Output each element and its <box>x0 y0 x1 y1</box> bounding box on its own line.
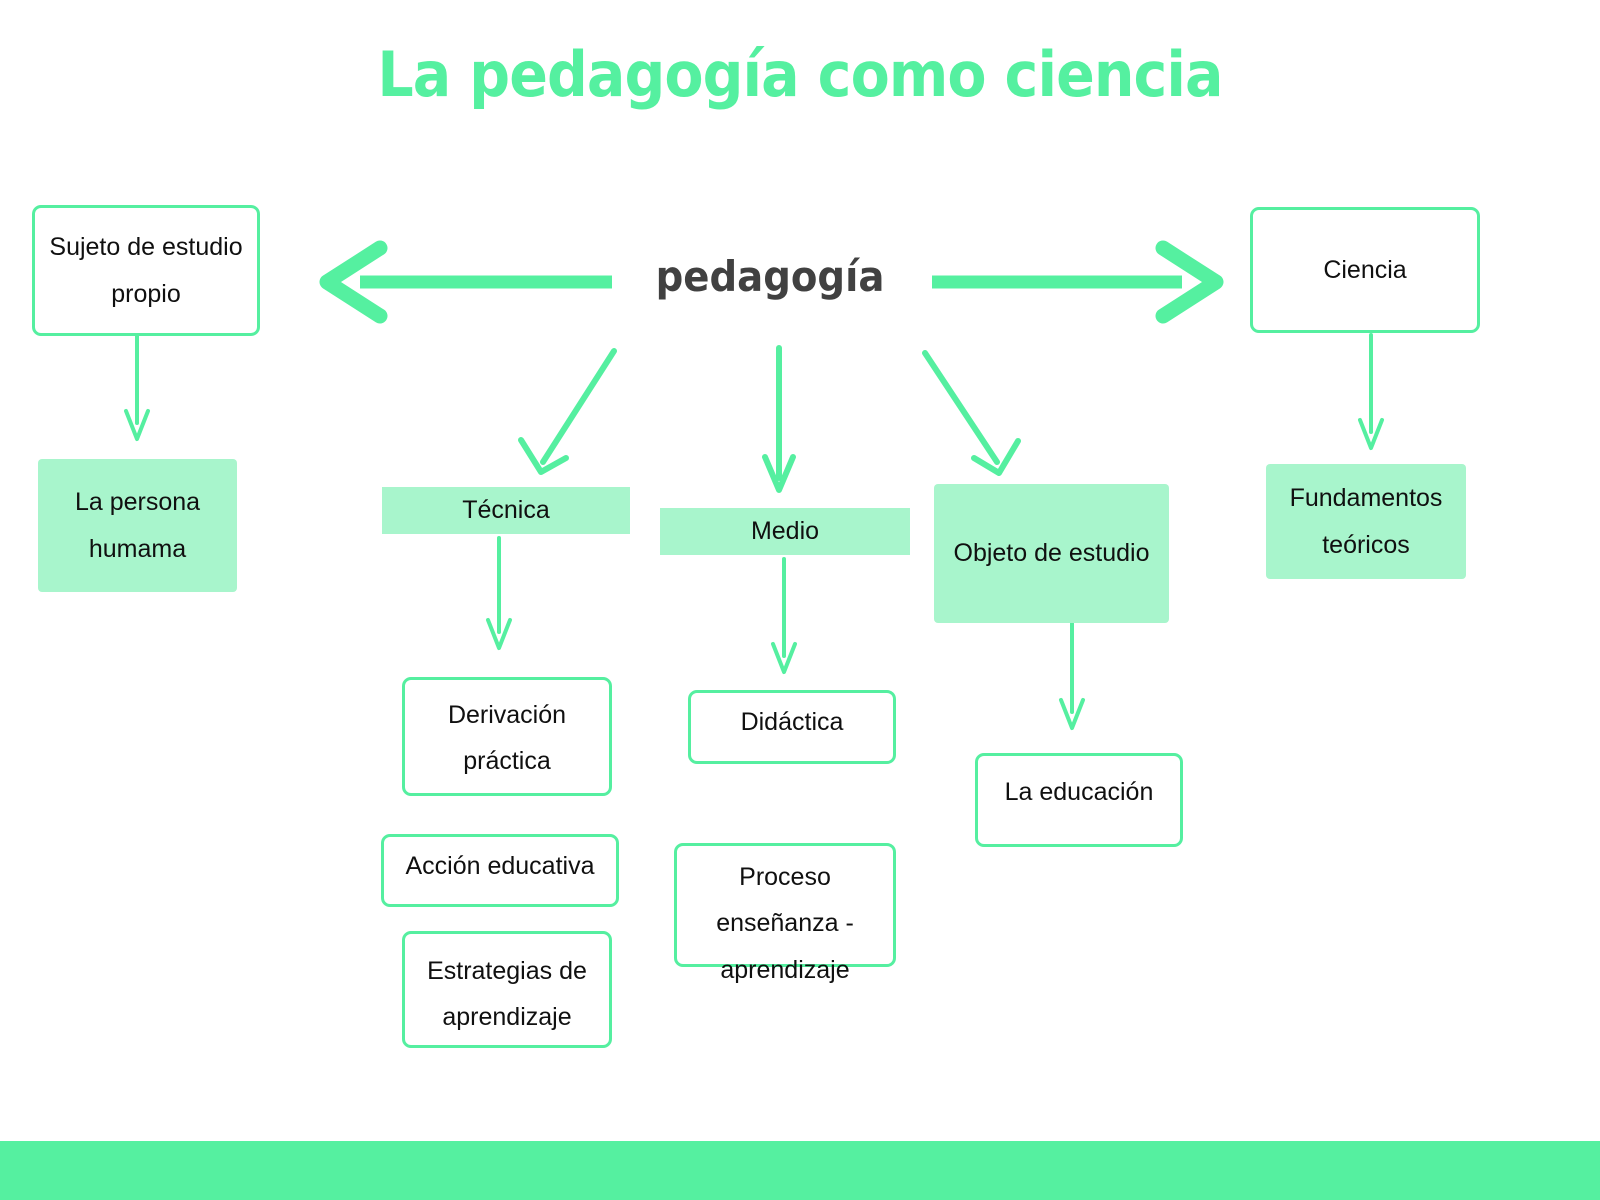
node-label: Medio <box>750 517 820 546</box>
node-fundamentos-teoricos[interactable]: Fundamentos teóricos <box>1266 464 1466 579</box>
node-label: Proceso enseñanza - aprendizaje <box>716 863 854 984</box>
node-tecnica[interactable]: Técnica <box>382 487 630 534</box>
node-accion-educativa[interactable]: Acción educativa <box>381 834 619 907</box>
node-label: La educación <box>1004 778 1154 806</box>
arrow-ciencia-to-fundamentos <box>1358 333 1384 450</box>
node-label: Sujeto de estudio propio <box>49 233 243 308</box>
arrow-hub-to-ciencia <box>932 240 1224 324</box>
node-objeto-de-estudio[interactable]: Objeto de estudio <box>934 484 1169 623</box>
arrow-objeto-to-educacion <box>1059 621 1085 730</box>
node-medio[interactable]: Medio <box>660 508 910 555</box>
node-label: Derivación práctica <box>447 701 567 776</box>
node-label: Didáctica <box>740 708 844 736</box>
node-label: Objeto de estudio <box>953 539 1150 568</box>
node-label: Ciencia <box>1323 255 1407 284</box>
node-ciencia[interactable]: Ciencia <box>1250 207 1480 333</box>
hub-label-pedagogia: pedagogía <box>655 252 885 301</box>
arrow-sujeto-to-persona <box>124 334 150 441</box>
page-title: La pedagogía como ciencia <box>377 38 1223 111</box>
node-label: Técnica <box>462 496 550 525</box>
node-la-educacion[interactable]: La educación <box>975 753 1183 847</box>
node-label: Acción educativa <box>405 852 595 880</box>
arrow-tecnica-to-derivacion <box>486 536 512 650</box>
arrow-hub-to-objeto <box>922 350 1021 476</box>
node-label: Fundamentos teóricos <box>1289 484 1443 559</box>
node-didactica[interactable]: Didáctica <box>688 690 896 764</box>
bottom-accent-bar <box>0 1141 1600 1200</box>
arrow-hub-to-sujeto <box>319 240 612 324</box>
arrow-hub-to-medio <box>762 345 796 493</box>
node-proceso-ensenanza-aprendizaje[interactable]: Proceso enseñanza - aprendizaje <box>674 843 896 984</box>
arrow-hub-to-tecnica <box>518 348 617 475</box>
node-sujeto-de-estudio-propio[interactable]: Sujeto de estudio propio <box>32 205 260 336</box>
node-label: La persona humama <box>74 488 201 563</box>
node-label: Estrategias de aprendizaje <box>427 957 587 1032</box>
node-derivacion-practica[interactable]: Derivación práctica <box>402 677 612 796</box>
arrow-medio-to-didactica <box>771 557 797 674</box>
node-estrategias-de-aprendizaje[interactable]: Estrategias de aprendizaje <box>402 931 612 1048</box>
node-la-persona-humama[interactable]: La persona humama <box>38 459 237 592</box>
